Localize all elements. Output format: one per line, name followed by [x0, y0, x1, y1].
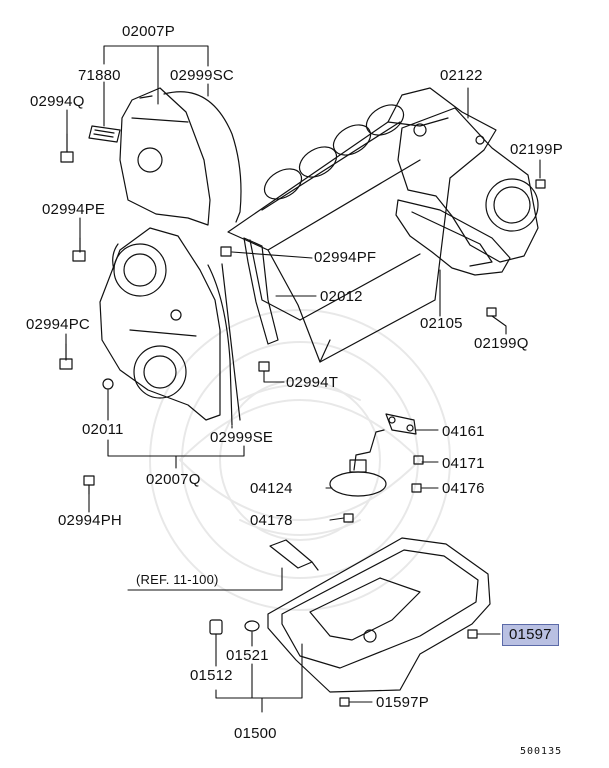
- upper-timing-cover: [119, 87, 211, 226]
- bolt-02199P: [535, 179, 546, 189]
- part-label-71880: 71880: [78, 67, 121, 84]
- nut-04176: [411, 483, 422, 493]
- part-label-01597-highlighted[interactable]: 01597: [502, 624, 559, 646]
- bolt-02994PH: [83, 475, 95, 495]
- part-label-01597P: 01597P: [376, 694, 429, 711]
- part-label-02007P: 02007P: [122, 23, 175, 40]
- part-label-02994PE: 02994PE: [42, 201, 106, 218]
- nut-04171: [413, 455, 424, 465]
- label-plate-71880: [88, 125, 121, 143]
- part-label-04161: 04161: [442, 423, 485, 440]
- rear-plate: [397, 107, 539, 263]
- strainer-gasket: [385, 413, 417, 435]
- leader-lines: [65, 45, 541, 713]
- part-label-02199P: 02199P: [510, 141, 563, 158]
- drain-washer: [244, 620, 260, 632]
- bolt-01597P: [339, 697, 350, 707]
- baffle-ref: [269, 539, 319, 571]
- part-label-02011: 02011: [82, 421, 124, 438]
- part-label-04176: 04176: [442, 480, 485, 497]
- part-label-02994PC: 02994PC: [26, 316, 90, 333]
- part-label-02994PH: 02994PH: [58, 512, 122, 529]
- bolt-02994PC: [59, 343, 73, 370]
- part-label-02105: 02105: [420, 315, 463, 332]
- watermark-emblem: [149, 309, 451, 611]
- lower-cover-gasket-inner: [221, 263, 241, 421]
- bolt-02994T: [258, 361, 270, 372]
- part-label-02999SC: 02999SC: [170, 67, 234, 84]
- part-label-02122: 02122: [440, 67, 483, 84]
- bolt-02199Q: [486, 307, 497, 317]
- bolt-01597: [467, 629, 478, 639]
- part-label-02994T: 02994T: [286, 374, 339, 391]
- upper-cover-gasket: [163, 91, 242, 223]
- engine-block: [227, 87, 497, 363]
- part-label-04178: 04178: [250, 512, 293, 529]
- lower-timing-cover: [99, 227, 221, 421]
- diagram-code: 500135: [520, 746, 563, 757]
- bolt-02994PE: [72, 237, 86, 262]
- drain-plug: [209, 619, 223, 635]
- part-label-02199Q: 02199Q: [474, 335, 529, 352]
- oil-strainer: [329, 429, 387, 497]
- part-label-04124: 04124: [250, 480, 293, 497]
- oil-pan: [267, 537, 491, 693]
- part-label-02994PF: 02994PF: [314, 249, 377, 266]
- part-label-01500: 01500: [234, 725, 277, 742]
- part-label-02994Q: 02994Q: [30, 93, 85, 110]
- bolt-02994Q: [60, 133, 74, 163]
- part-label-04171: 04171: [442, 455, 485, 472]
- part-label-02012: 02012: [320, 288, 363, 305]
- lower-cover-gasket: [207, 264, 233, 426]
- seal-plate: [395, 199, 511, 276]
- reference-label: (REF. 11-100): [136, 572, 219, 587]
- part-label-01521: 01521: [226, 647, 269, 664]
- gasket-02012: [243, 237, 279, 345]
- bolt-02011: [102, 378, 114, 390]
- part-label-02999SE: 02999SE: [210, 429, 274, 446]
- part-label-01512: 01512: [190, 667, 233, 684]
- part-label-02007Q: 02007Q: [146, 471, 201, 488]
- bolt-02994PF: [220, 246, 232, 257]
